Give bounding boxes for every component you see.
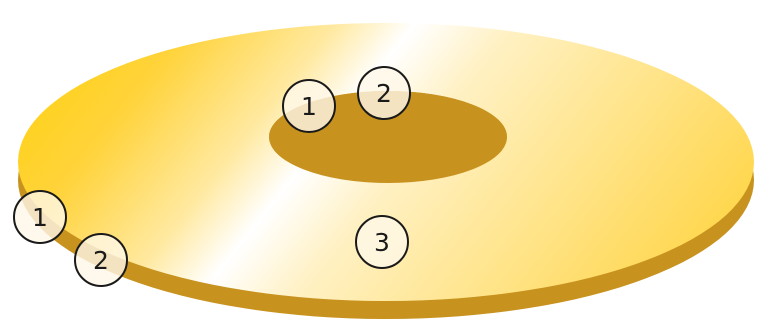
inner-edge-top-badge: 1 [282,79,336,133]
washer-face [18,23,754,301]
face-badge: 3 [355,215,409,269]
outer-edge-top-badge: 1 [13,190,67,244]
outer-edge-bottom-badge: 2 [74,233,128,287]
inner-edge-bottom-badge: 2 [357,66,411,120]
